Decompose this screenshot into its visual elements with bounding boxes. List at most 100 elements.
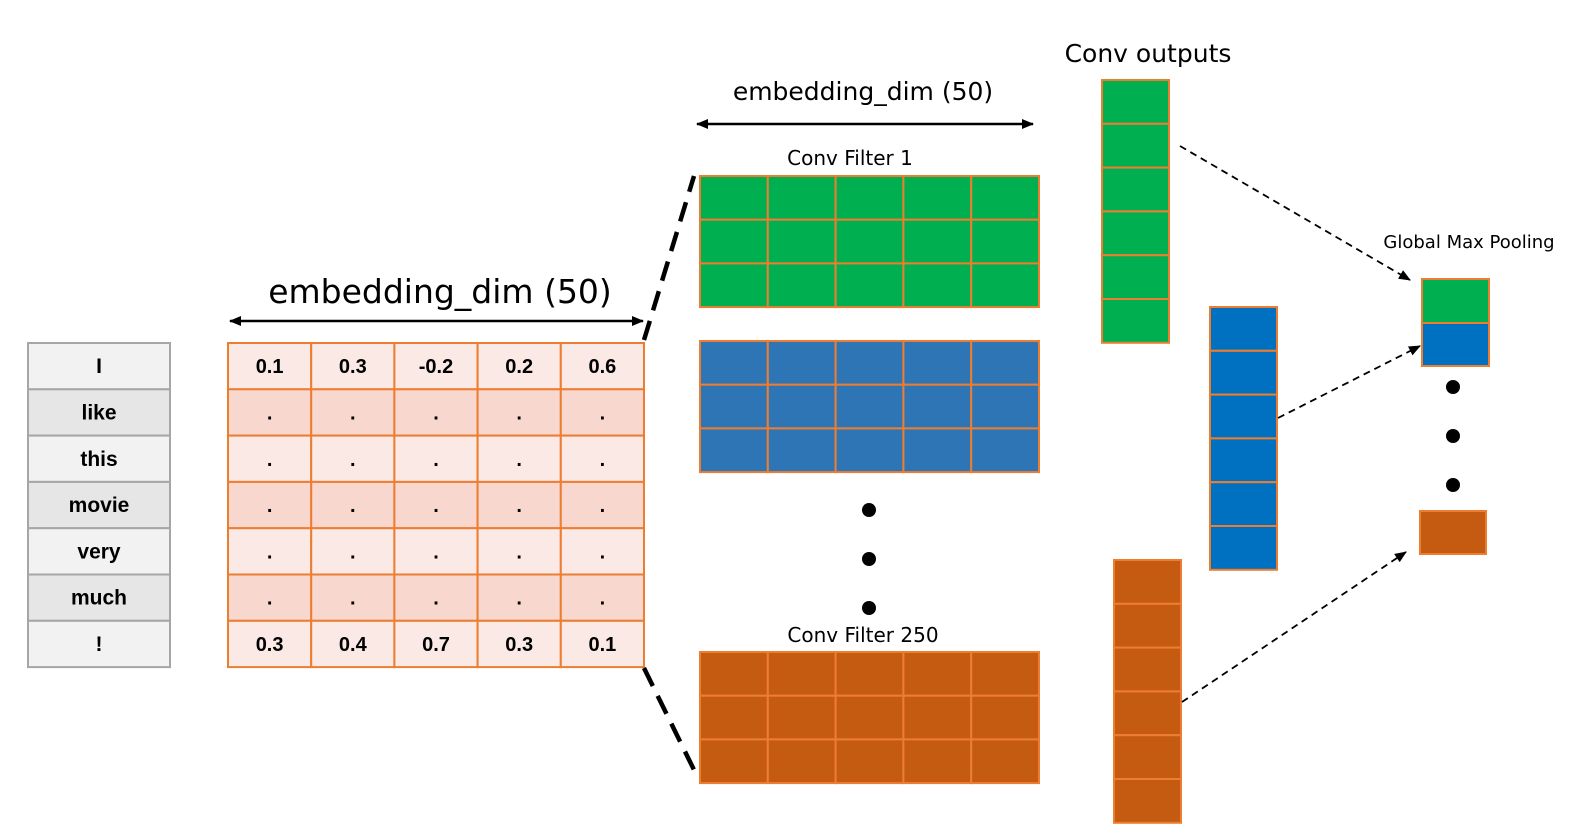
embedding-value: 0.3 [256, 634, 284, 656]
filters-ellipsis-dot [862, 552, 876, 566]
filter-cell [902, 262, 973, 309]
filter-cell [902, 175, 973, 221]
conv-output-cell [1209, 481, 1278, 528]
embedding-value: 0.1 [588, 634, 616, 656]
embedding-value: . [433, 402, 439, 424]
embedding-value: . [350, 541, 356, 563]
token-cell [27, 573, 171, 622]
filter-cell [970, 383, 1041, 430]
filter-cell [902, 427, 973, 474]
filter-cell [766, 218, 837, 265]
conv-output-cell [1113, 734, 1182, 781]
embedding-value: . [267, 402, 273, 424]
filter-cell [970, 218, 1041, 265]
embedding-cell [310, 434, 396, 483]
embedding-value: 0.1 [256, 356, 284, 378]
embedding-cell [393, 342, 479, 391]
filter-cell [834, 694, 905, 741]
embedding-cell [227, 342, 313, 391]
conv-output-2 [1209, 306, 1278, 571]
token-label: I [96, 355, 102, 378]
embedding-cell [476, 527, 562, 576]
filter-cell [970, 340, 1041, 386]
conv-output-cell [1101, 122, 1170, 169]
embedding-value: . [350, 402, 356, 424]
conv-output-1 [1101, 79, 1170, 344]
embedding-value: . [433, 449, 439, 471]
embedding-cell [559, 434, 645, 483]
embedding-value: . [350, 495, 356, 517]
filter-cell [970, 651, 1041, 697]
conv-output-cell [1113, 602, 1182, 649]
embedding-cell [559, 573, 645, 622]
filters-ellipsis-dot [862, 601, 876, 615]
embedding-cell [476, 573, 562, 622]
token-cell [27, 619, 171, 669]
embedding-value: . [267, 588, 273, 610]
embedding-value: . [267, 449, 273, 471]
embedding-value: . [516, 588, 522, 610]
conv-output-cell [1113, 559, 1182, 605]
filter-cell [766, 427, 837, 474]
filter-cell [834, 340, 905, 386]
filter-cell [766, 738, 837, 785]
embedding-cell [393, 434, 479, 483]
filter-cell [834, 651, 905, 697]
filter-cell [766, 262, 837, 309]
embedding-cell [476, 388, 562, 437]
filter-cell [902, 694, 973, 741]
filter-cell [902, 340, 973, 386]
filter-cell [902, 218, 973, 265]
filter-cell [699, 340, 769, 386]
filter-window-connector-bottom [641, 667, 701, 779]
token-label: ! [96, 633, 103, 656]
embedding-cell [310, 388, 396, 437]
embedding-value: . [267, 495, 273, 517]
filters-ellipsis-dot [862, 503, 876, 517]
conv-output-cell [1209, 525, 1278, 571]
pooling-arrow-1 [1179, 145, 1411, 281]
filter-cell [970, 738, 1041, 785]
embedding-cell [559, 342, 645, 391]
filter-cell [970, 427, 1041, 474]
embedding-value: . [433, 495, 439, 517]
embedding-value: . [600, 402, 606, 424]
conv-output-cell [1209, 393, 1278, 440]
pooling-arrow-250 [1181, 551, 1407, 703]
pooled-cell-250 [1419, 510, 1487, 555]
token-label: like [81, 401, 116, 424]
embedding-value: 0.2 [505, 356, 533, 378]
conv-filter-1 [699, 175, 1041, 309]
filter-window-connector-top [641, 175, 697, 341]
filter-cell [699, 218, 769, 265]
pooled-ellipsis-dot [1446, 380, 1460, 394]
filter-cell [902, 738, 973, 785]
filter-cell [766, 694, 837, 741]
embedding-value: . [600, 588, 606, 610]
embedding-cell [559, 619, 645, 669]
embedding-value: . [516, 449, 522, 471]
embedding-cell [559, 388, 645, 437]
embedding-cell [227, 619, 313, 669]
filter-cell [766, 651, 837, 697]
token-cell [27, 388, 171, 437]
conv-outputs-label: Conv outputs [1065, 39, 1232, 68]
embedding-value: 0.3 [339, 356, 367, 378]
conv-output-cell [1209, 349, 1278, 396]
token-label: this [80, 448, 117, 471]
embedding-value: . [516, 402, 522, 424]
conv-filter-250 [699, 651, 1041, 785]
embedding-cell [310, 527, 396, 576]
conv-output-cell [1113, 646, 1182, 693]
token-label: much [71, 587, 127, 610]
embedding-value: . [600, 449, 606, 471]
filter-width-label: embedding_dim (50) [733, 77, 993, 106]
embedding-value: 0.7 [422, 634, 450, 656]
filter-cell [699, 651, 769, 697]
pooled-ellipsis-dot [1446, 429, 1460, 443]
filter-cell [699, 262, 769, 309]
filter-cell [699, 694, 769, 741]
conv-filter-1-label: Conv Filter 1 [787, 146, 913, 170]
filter-cell [766, 175, 837, 221]
